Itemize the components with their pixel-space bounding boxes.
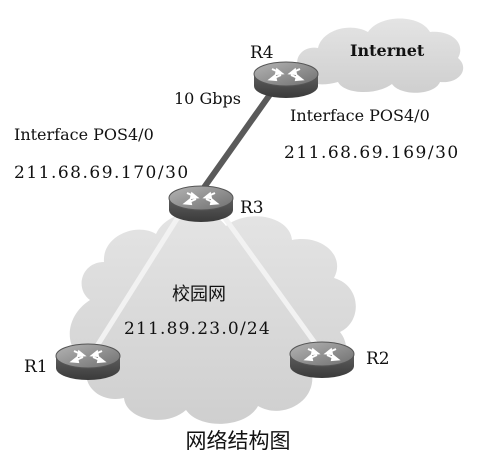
router-r4-icon <box>253 61 319 99</box>
internet-cloud <box>297 18 464 93</box>
campus-subnet-label: 211.89.23.0/24 <box>124 319 271 339</box>
diagram-caption: 网络结构图 <box>186 429 291 453</box>
router-r1-label: R1 <box>24 357 48 377</box>
router-r1-icon <box>55 343 121 381</box>
right-ip-label: 211.68.69.169/30 <box>284 143 460 163</box>
link-r3-r2 <box>219 211 323 353</box>
campus-label: 校园网 <box>172 284 226 305</box>
left-ip-label: 211.68.69.170/30 <box>14 163 190 183</box>
left-interface-label: Interface POS4/0 <box>14 125 154 144</box>
router-r3-label: R3 <box>240 198 264 218</box>
link-speed-label: 10 Gbps <box>174 89 241 108</box>
link-r3-r1 <box>89 211 183 357</box>
router-r2-label: R2 <box>366 349 390 369</box>
campus-cloud <box>69 212 356 424</box>
right-interface-label: Interface POS4/0 <box>290 106 430 125</box>
router-r2-icon <box>289 341 355 379</box>
router-r4-label: R4 <box>250 43 274 63</box>
router-r3-icon <box>168 185 234 223</box>
internet-label: Internet <box>350 41 425 60</box>
uplink-r3-r4 <box>195 83 279 199</box>
